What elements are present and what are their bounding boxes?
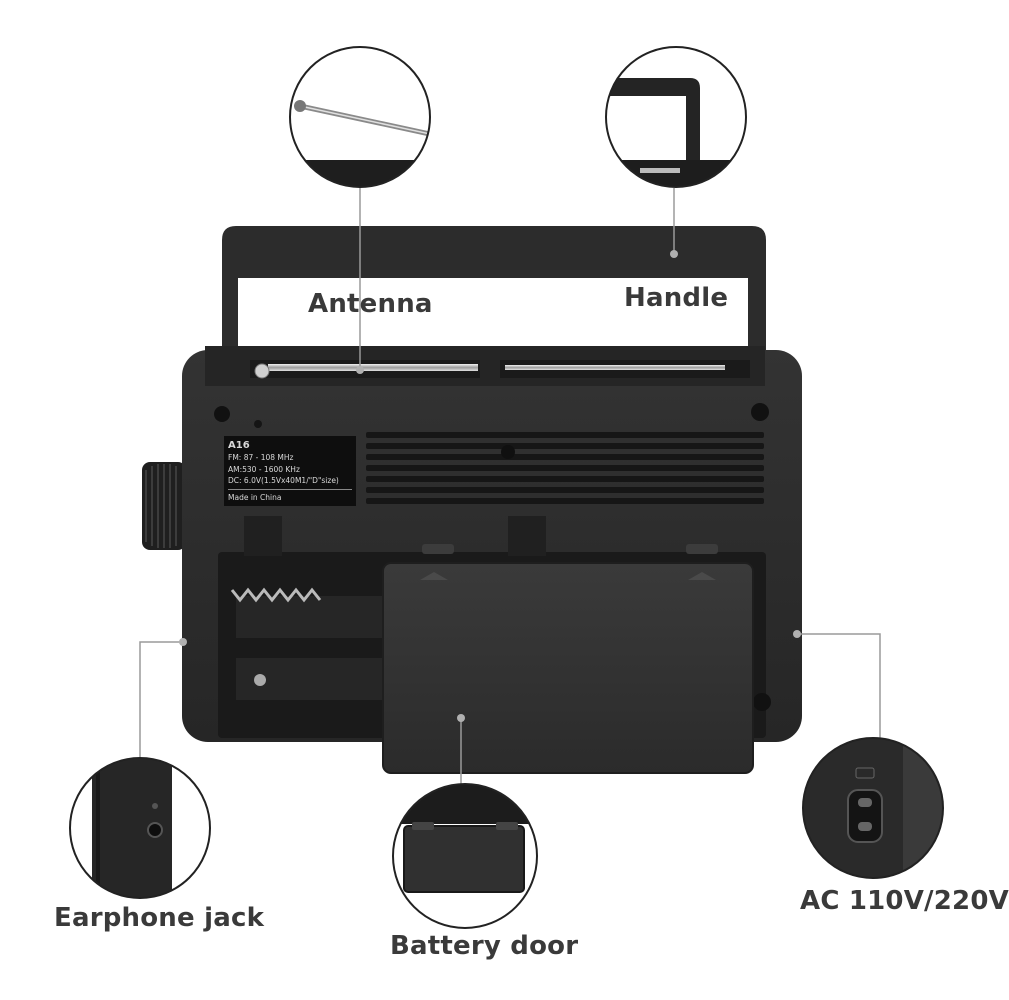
earphone-jack-label: Earphone jack — [54, 903, 265, 933]
spec-dc: DC: 6.0V(1.5Vx40M1/"D"size) — [228, 476, 339, 485]
antenna-label: Antenna — [308, 289, 433, 319]
handle-label: Handle — [624, 283, 729, 313]
spec-am: AM:530 - 1600 KHz — [228, 464, 300, 474]
ac-socket-detail-circle — [802, 737, 944, 879]
antenna-detail-circle — [289, 46, 431, 188]
ac-power-label: AC 110V/220V — [800, 886, 1009, 916]
spec-label: A16 FM: 87 - 108 MHz AM:530 - 1600 KHz D… — [224, 436, 356, 506]
spec-model: A16 — [228, 440, 250, 451]
spec-made-in: Made in China — [228, 488, 352, 504]
handle-detail-circle — [605, 46, 747, 188]
battery-door — [382, 562, 754, 774]
handle — [222, 226, 766, 390]
leader-lines — [139, 188, 881, 784]
spec-fm: FM: 87 - 108 MHz — [228, 453, 294, 462]
battery-door-label: Battery door — [390, 931, 579, 961]
battery-door-detail-circle — [392, 783, 538, 929]
tuning-knob — [142, 462, 186, 550]
leader-dots — [179, 250, 801, 722]
earphone-jack-detail-circle — [69, 757, 211, 899]
